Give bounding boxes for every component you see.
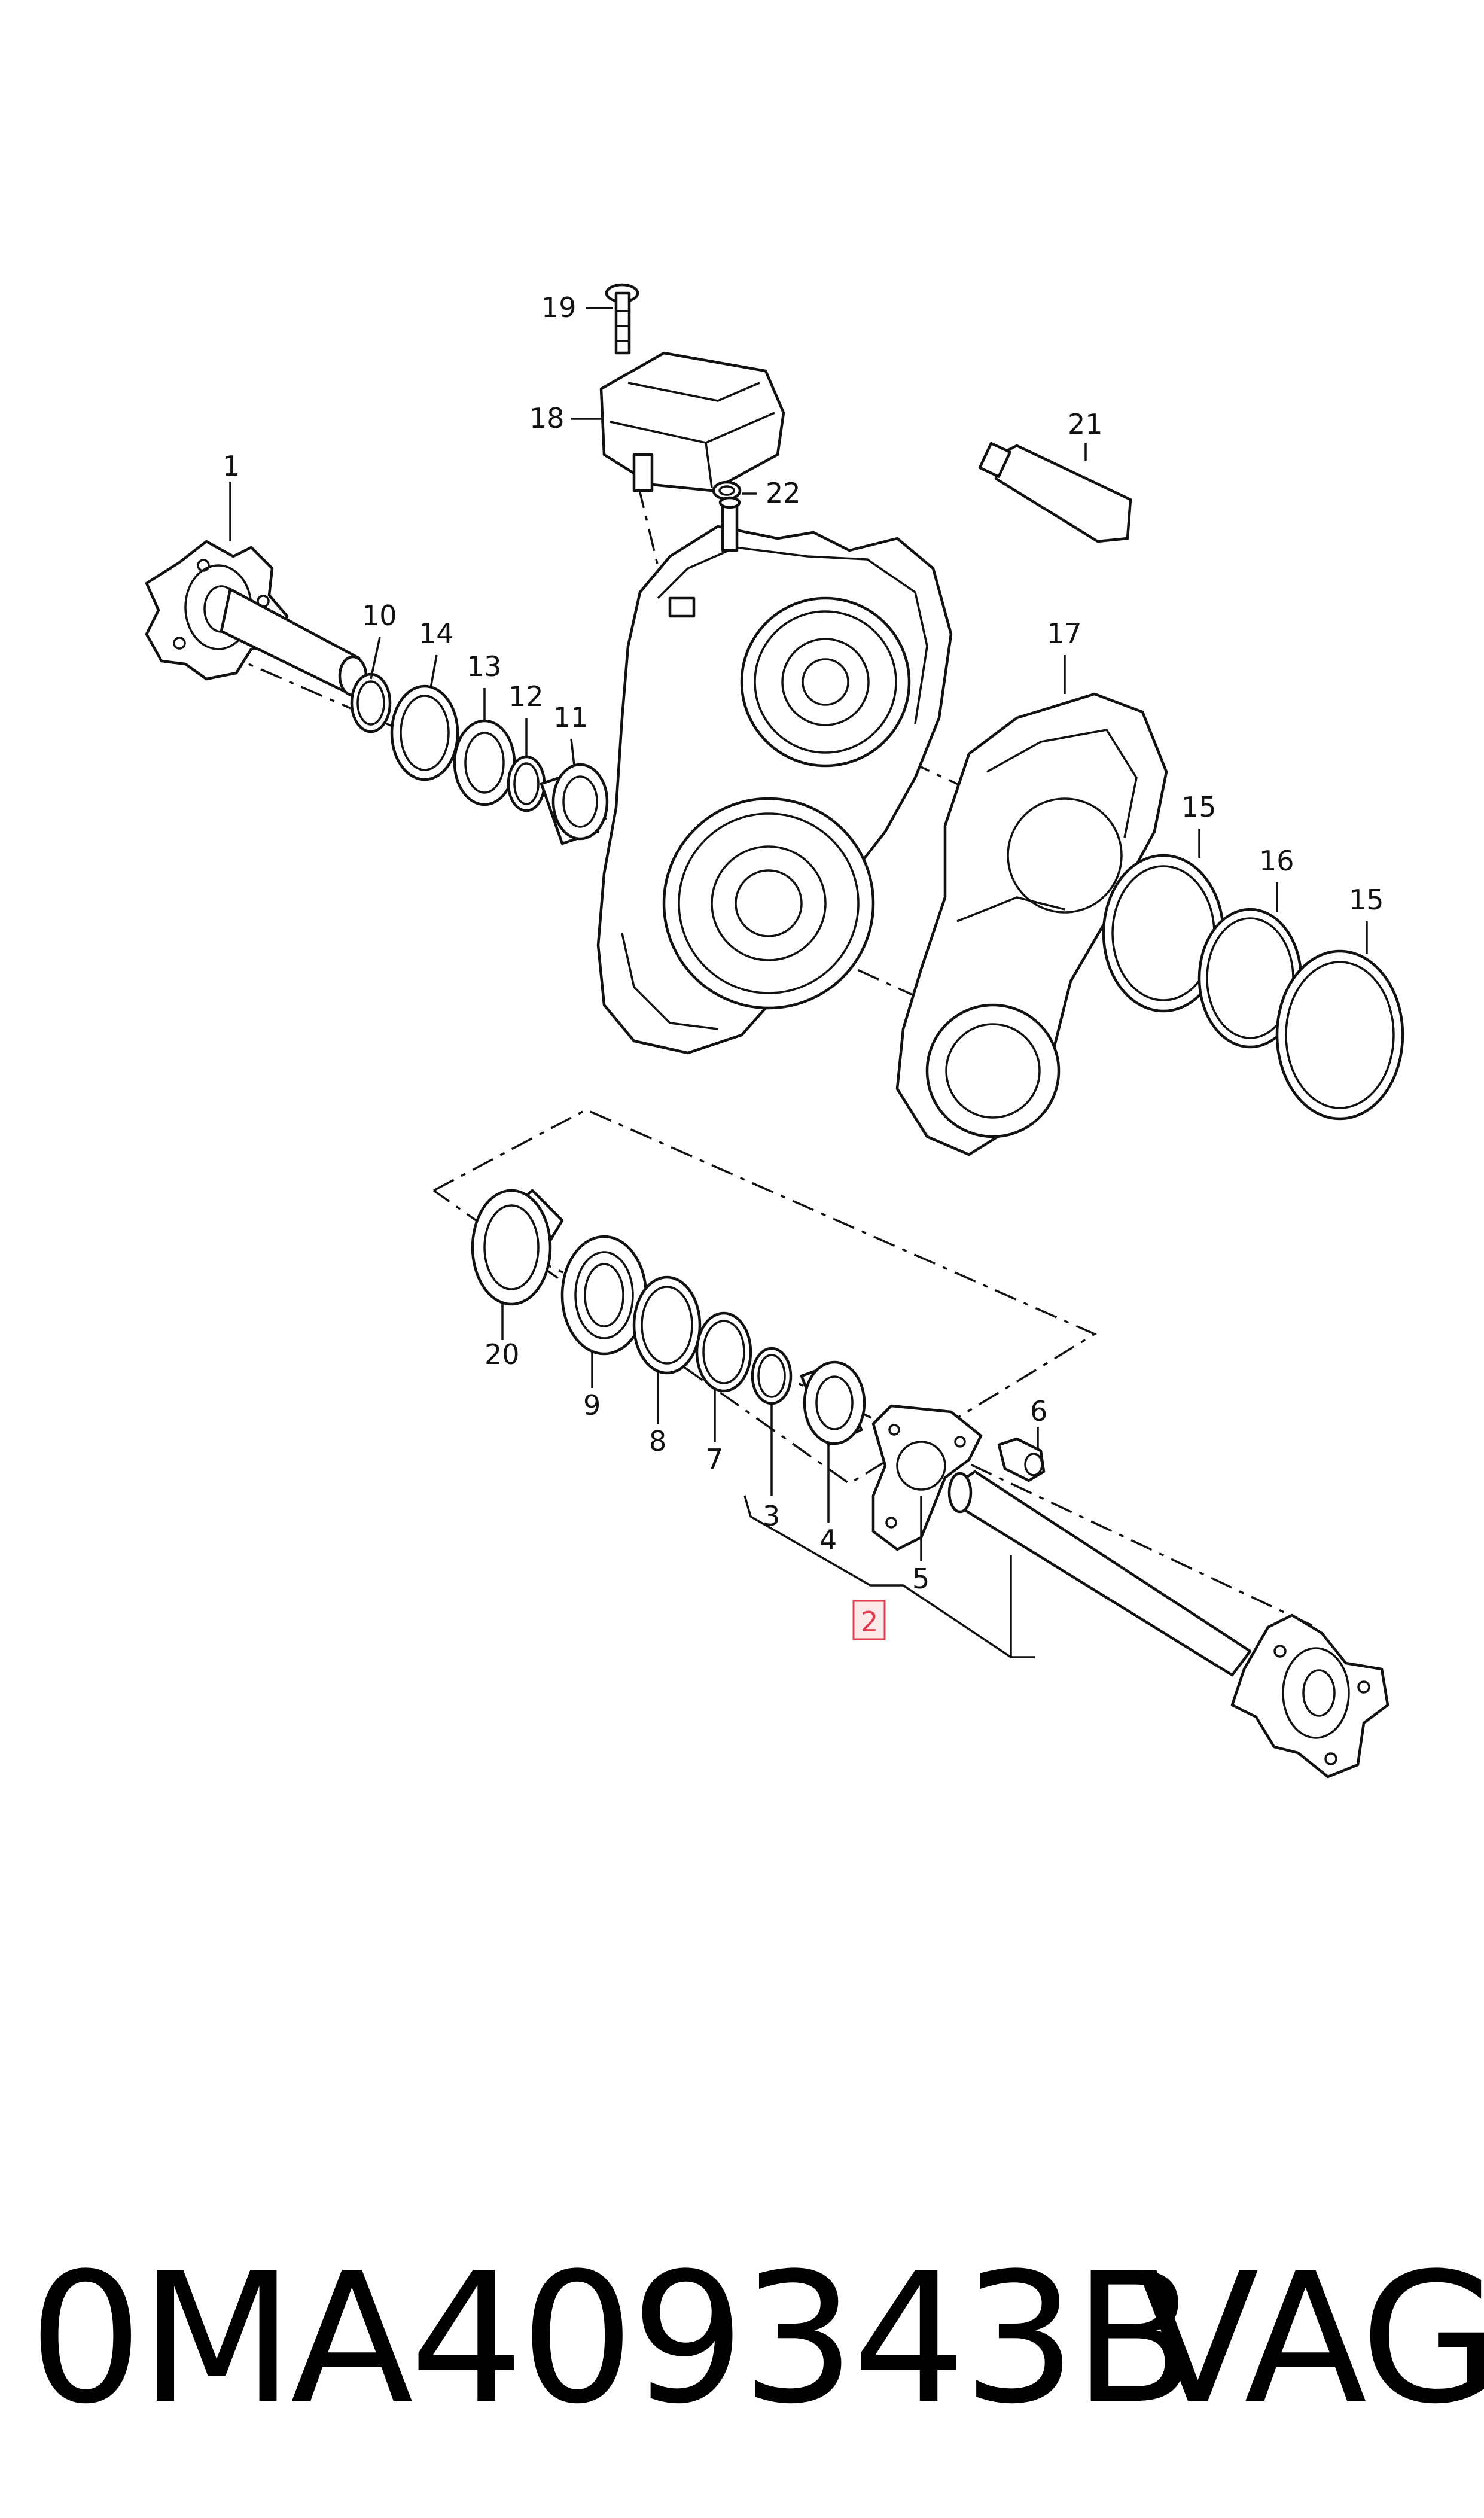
callout-1: 1: [223, 450, 240, 482]
part-19-bolt: [605, 283, 639, 355]
gearbox-housing: [596, 496, 953, 1055]
callout-11: 11: [553, 701, 589, 733]
part-1-flange-shaft: [145, 540, 368, 697]
part-9-bearing: [560, 1235, 648, 1356]
exploded-parts-diagram: 1 2 3 4 5 6 7 8 9 10 11 12 13 14 15 15 1…: [145, 283, 1404, 1779]
callout-14: 14: [419, 617, 454, 650]
callout-18: 18: [529, 402, 565, 434]
part-7-ring: [695, 1311, 752, 1393]
part-6-bolt: [997, 1437, 1046, 1482]
callout-15-lower: 15: [1349, 884, 1384, 916]
callout-labels: 1 2 3 4 5 6 7 8 9 10 11 12 13 14 15 15 1…: [223, 291, 1384, 1638]
part-11-bearing: [540, 763, 609, 845]
part-14-seal-ring: [390, 684, 459, 781]
part-20-seal: [471, 1189, 564, 1306]
callout-12: 12: [508, 680, 544, 713]
callout-16: 16: [1259, 845, 1294, 877]
callout-15-upper: 15: [1181, 791, 1217, 823]
callout-5: 5: [912, 1563, 930, 1595]
part-21-grease-tube: [978, 442, 1132, 543]
callout-17: 17: [1047, 617, 1082, 650]
part-12-circlip: [507, 755, 546, 812]
callout-10: 10: [362, 599, 397, 632]
callout-2-bracket: [743, 1495, 1035, 1658]
part-4-bearing: [800, 1360, 866, 1447]
part-22-o-ring: [712, 480, 742, 501]
leader-lines: [229, 307, 1368, 1561]
part-10-circlip: [350, 672, 392, 733]
callout-2-highlight-box: [852, 1600, 886, 1640]
part-18-actuator-module: [599, 351, 785, 492]
callout-21: 21: [1068, 408, 1103, 440]
callout-4: 4: [819, 1524, 837, 1556]
part-2-drive-shaft: [947, 1470, 1389, 1779]
part-3-circlip: [751, 1347, 793, 1405]
callout-8: 8: [649, 1425, 666, 1457]
part-17-housing-cover: [895, 692, 1168, 1156]
part-8-ring: [632, 1275, 702, 1375]
callout-19: 19: [541, 291, 577, 324]
callout-2: 2: [861, 1606, 878, 1638]
footer: 0MA409343B VAG: [0, 2225, 1484, 2477]
part-13-seal: [453, 719, 516, 806]
callout-20: 20: [484, 1338, 520, 1371]
callout-9: 9: [583, 1389, 601, 1421]
callout-22: 22: [766, 477, 801, 509]
callout-7: 7: [706, 1443, 723, 1475]
callout-13: 13: [467, 650, 502, 683]
callout-6: 6: [1030, 1395, 1047, 1427]
part-5-gasket-plate: [871, 1404, 983, 1551]
part-15-shim-ring-lower: [1275, 949, 1404, 1121]
part-number: 0MA409343B: [29, 2234, 1196, 2443]
brand-name: VAG: [1136, 2234, 1484, 2443]
callout-3: 3: [763, 1500, 780, 1532]
